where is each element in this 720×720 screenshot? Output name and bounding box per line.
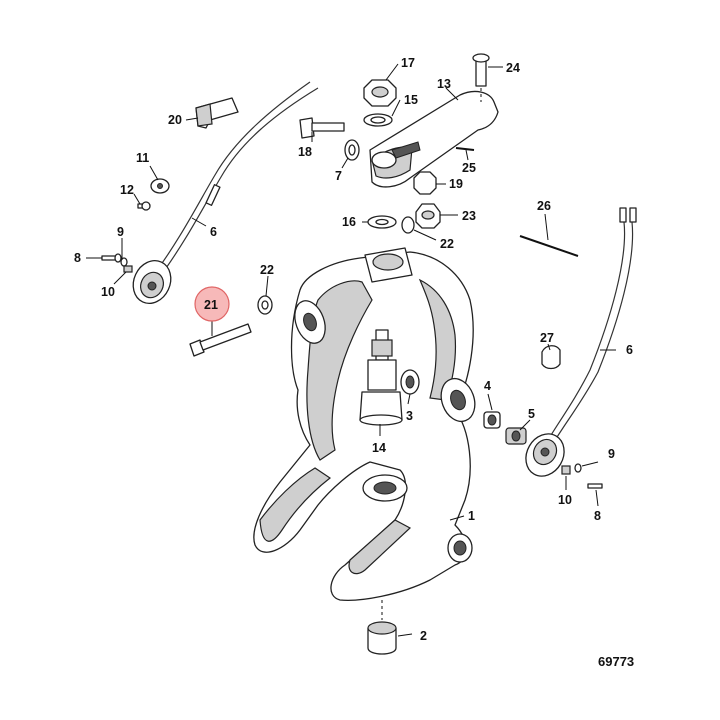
callout-11: 11	[136, 151, 149, 165]
bracket-20	[195, 97, 239, 129]
callout-13: 13	[437, 77, 451, 91]
plate-11	[150, 178, 170, 194]
nut-17	[363, 79, 397, 107]
callout-10-left: 10	[101, 285, 115, 299]
callout-3: 3	[406, 409, 413, 423]
callout-6-left: 6	[210, 225, 217, 239]
callout-8-left: 8	[74, 251, 81, 265]
washer-16	[367, 215, 397, 229]
callout-4: 4	[484, 379, 491, 393]
pin-24	[472, 53, 490, 102]
callout-labels: 17 24 13 15 20 18 7 19 25 11 12 16 23 6 …	[74, 56, 633, 643]
callout-10-right: 10	[558, 493, 572, 507]
callout-14: 14	[372, 441, 386, 455]
bushing-3	[400, 369, 420, 395]
rod-26	[519, 235, 579, 257]
screw-8-right	[587, 483, 603, 489]
callout-8-right: 8	[594, 509, 601, 523]
bushing-10-right	[561, 465, 571, 475]
bushing-4	[483, 411, 501, 429]
callout-21: 21	[204, 298, 218, 312]
callout-26: 26	[537, 199, 551, 213]
bushing-5	[505, 427, 527, 445]
clip-27	[541, 345, 561, 370]
callout-9-right: 9	[608, 447, 615, 461]
screw-8-left	[101, 253, 122, 263]
callout-23: 23	[462, 209, 476, 223]
washer-22-upper	[401, 216, 415, 234]
left-trim-sender	[132, 81, 319, 304]
bushing-2	[367, 600, 397, 655]
nut-19	[413, 171, 437, 195]
callout-12: 12	[120, 183, 134, 197]
steering-lever	[369, 90, 499, 188]
bolt-21	[189, 323, 252, 357]
callout-9-left: 9	[117, 225, 124, 239]
callout-5: 5	[528, 407, 535, 421]
screw-12	[137, 201, 151, 211]
callout-22-lower: 22	[260, 263, 274, 277]
pin-25	[455, 147, 475, 151]
callout-17: 17	[401, 56, 415, 70]
callout-2: 2	[420, 629, 427, 643]
bushing-10-left	[123, 265, 133, 273]
figure-number: 69773	[598, 654, 634, 669]
nut-23	[415, 203, 441, 229]
washer-22-lower	[257, 295, 273, 315]
callout-19: 19	[449, 177, 463, 191]
callout-15: 15	[404, 93, 418, 107]
callout-16: 16	[342, 215, 356, 229]
callout-27: 27	[540, 331, 554, 345]
washer-7	[344, 139, 360, 161]
callout-25: 25	[462, 161, 476, 175]
callout-1: 1	[468, 509, 475, 523]
callout-6-right: 6	[626, 343, 633, 357]
leader-lines	[86, 63, 616, 637]
callout-21-highlight	[194, 286, 230, 322]
callout-18: 18	[298, 145, 312, 159]
right-trim-sender	[525, 207, 637, 477]
steering-shaft	[359, 329, 403, 426]
callout-20: 20	[168, 113, 182, 127]
callout-24: 24	[506, 61, 520, 75]
washer-9-right	[574, 463, 582, 473]
callout-22-upper: 22	[440, 237, 454, 251]
washer-15	[363, 113, 393, 127]
bolt-18	[299, 117, 345, 139]
callout-7: 7	[335, 169, 342, 183]
gimbal-housing	[253, 247, 476, 601]
